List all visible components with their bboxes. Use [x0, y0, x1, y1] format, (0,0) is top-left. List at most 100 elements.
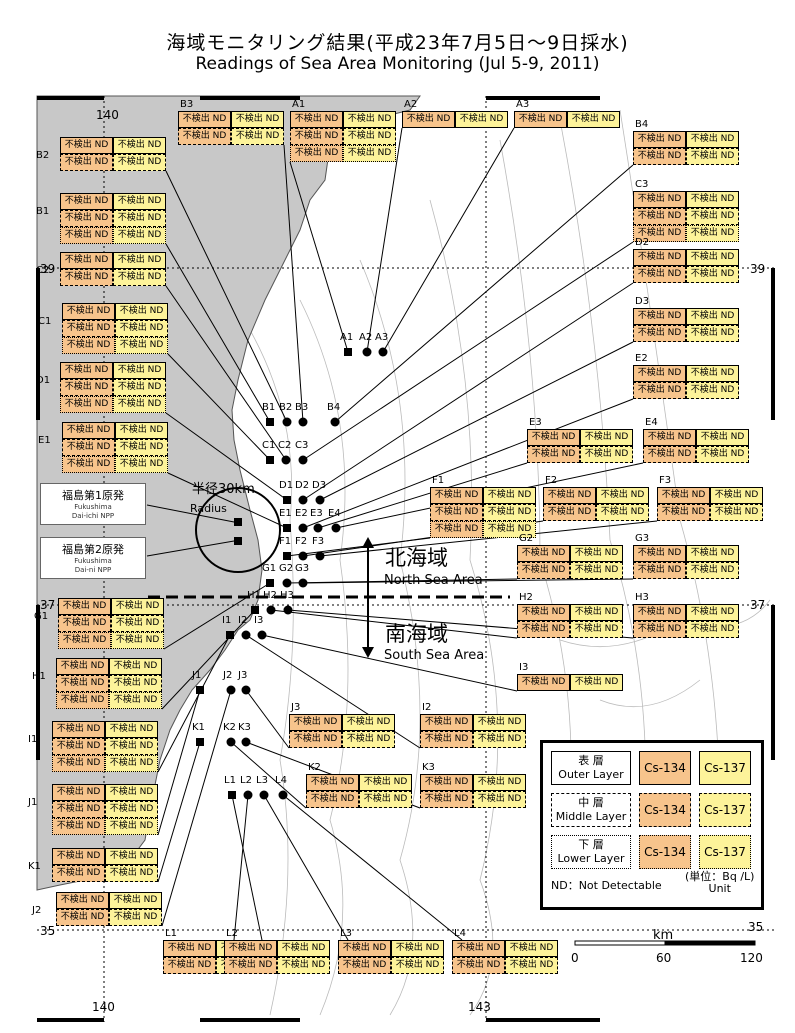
leader-line-b4	[334, 164, 634, 423]
cs134-value: 不検出 ND	[633, 562, 686, 579]
daiichi-npp-marker	[234, 518, 242, 526]
station-markers	[196, 347, 388, 800]
cs137-value: 不検出 ND	[596, 504, 649, 521]
cs134-value: 不検出 ND	[58, 632, 111, 649]
station-label-c3: C3	[295, 440, 309, 451]
leader-line-e3	[317, 462, 528, 529]
result-card-label: H1	[32, 671, 46, 682]
cs137-value: 不検出 ND	[111, 615, 164, 632]
cs134-value: 不検出 ND	[452, 957, 505, 974]
result-card-label: E4	[645, 417, 658, 428]
cs134-value: 不検出 ND	[52, 848, 105, 865]
result-card-label: F2	[545, 475, 558, 486]
station-marker-g2	[282, 578, 292, 588]
cs134-value: 不検出 ND	[62, 320, 115, 337]
scale-tick-0: 0	[571, 951, 579, 965]
result-card-label: G2	[519, 533, 534, 544]
station-marker-a3	[378, 347, 388, 357]
cs134-value: 不検出 ND	[60, 227, 113, 244]
cs137-value: 不検出 ND	[109, 892, 162, 909]
result-card-label: B4	[635, 119, 649, 130]
cs134-value: 不検出 ND	[517, 621, 570, 638]
plant-daiichi-label: 福島第1原発 Fukushima Dai-ichi NPP	[40, 483, 146, 525]
cs137-value: 不検出 ND	[113, 210, 166, 227]
legend-unit-en: Unit	[708, 882, 731, 895]
station-label-c1: C1	[262, 440, 276, 451]
cs134-value: 不検出 ND	[52, 818, 105, 835]
result-card-label: K3	[422, 762, 435, 773]
cs134-value: 不検出 ND	[633, 131, 686, 148]
result-card-label: G3	[635, 533, 650, 544]
cs134-value: 不検出 ND	[178, 128, 231, 145]
cs137-value: 不検出 ND	[710, 504, 763, 521]
plant-daiichi-en2: Dai-ichi NPP	[71, 512, 115, 520]
south-area-en: South Sea Area	[384, 648, 485, 663]
cs134-value: 不検出 ND	[643, 429, 696, 446]
result-card-label: C1	[38, 316, 52, 327]
leader-line-c3	[302, 241, 634, 461]
legend-middle-en: Middle Layer	[555, 810, 627, 823]
station-label-e2: E2	[295, 508, 308, 519]
cs137-value: 不検出 ND	[567, 111, 620, 128]
station-label-f3: F3	[312, 536, 325, 547]
station-label-h2: H2	[263, 590, 277, 601]
cs134-value: 不検出 ND	[338, 940, 391, 957]
cs137-value: 不検出 ND	[686, 225, 739, 242]
cs137-value: 不検出 ND	[505, 940, 558, 957]
cs134-value: 不検出 ND	[338, 957, 391, 974]
leader-lines	[157, 127, 658, 975]
station-label-h3: H3	[280, 590, 294, 601]
cs137-value: 不検出 ND	[580, 446, 633, 463]
leader-line-a3	[382, 127, 515, 353]
cs137-value: 不検出 ND	[686, 621, 739, 638]
cs134-value: 不検出 ND	[517, 545, 570, 562]
title-en: Readings of Sea Area Monitoring (Jul 5-9…	[195, 54, 600, 74]
station-label-d3: D3	[312, 480, 327, 491]
cs137-value: 不検出 ND	[105, 801, 158, 818]
cs137-value: 不検出 ND	[231, 111, 284, 128]
cs137-value: 不検出 ND	[686, 148, 739, 165]
cs134-value: 不検出 ND	[290, 111, 343, 128]
cs134-value: 不検出 ND	[452, 940, 505, 957]
cs137-value: 不検出 ND	[113, 362, 166, 379]
station-marker-f1	[283, 552, 291, 560]
cs134-value: 不検出 ND	[420, 731, 473, 748]
station-marker-a1	[344, 348, 352, 356]
scale-bar	[574, 940, 756, 946]
cs137-value: 不検出 ND	[359, 791, 412, 808]
station-label-c2: C2	[278, 440, 292, 451]
cs137-value: 不検出 ND	[113, 193, 166, 210]
cs137-value: 不検出 ND	[109, 675, 162, 692]
cs134-value: 不検出 ND	[514, 111, 567, 128]
legend-middle-cs137: Cs-137	[699, 793, 751, 827]
cs137-value: 不検出 ND	[473, 791, 526, 808]
legend-outer-cs137: Cs-137	[699, 751, 751, 785]
